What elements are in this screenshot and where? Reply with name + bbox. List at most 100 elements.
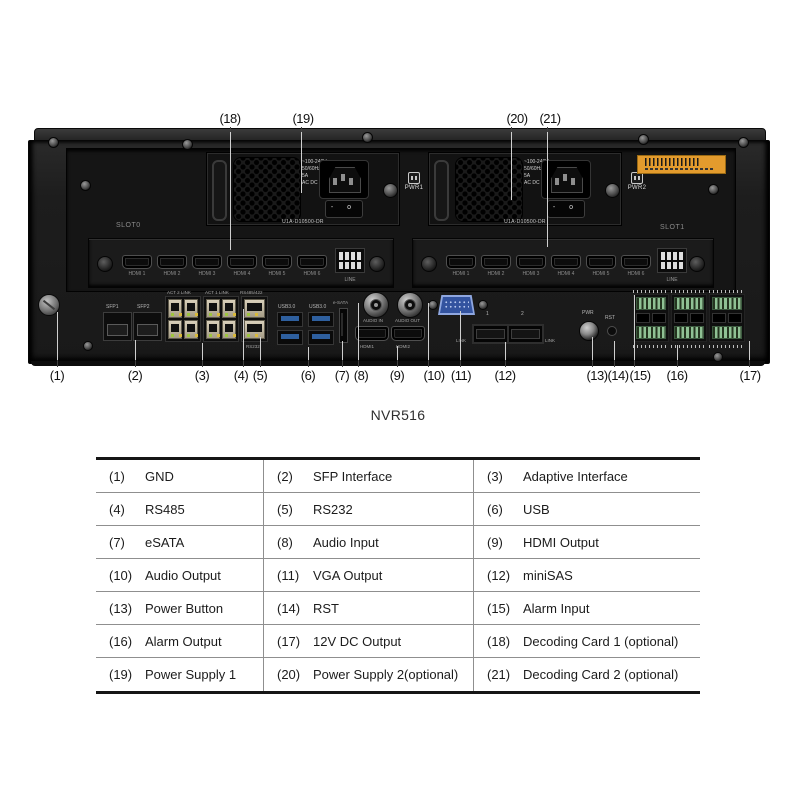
legend-num: (2) (277, 468, 293, 484)
pin-numbers (633, 345, 669, 348)
hdmi-port (262, 255, 292, 269)
leader-line (749, 341, 750, 367)
alarm-terminal-block-1 (633, 294, 669, 342)
leader-line (57, 312, 58, 367)
callout-15: (15) (629, 368, 651, 383)
minisas-port-1 (472, 324, 509, 344)
legend-num: (1) (109, 468, 125, 484)
ethernet-ports-a (165, 296, 201, 342)
psu-spec-text: ~100-240V 50/60Hz 5A AC DC (302, 159, 327, 186)
power-plug-icon (408, 172, 420, 184)
callout-13: (13) (586, 368, 608, 383)
hdmi-port (551, 255, 581, 269)
table-row: (7)eSATA (8)Audio Input (9)HDMI Output (96, 526, 700, 559)
screw-icon (83, 341, 93, 351)
psu-part-number: U1A-D10500-DR (282, 219, 324, 225)
leader-line (358, 303, 359, 367)
hdmi-port (227, 255, 257, 269)
usb-label-2: USB3.0 (309, 304, 327, 310)
callout-4: (4) (233, 368, 249, 383)
legend-label: RS485 (145, 501, 185, 517)
leader-line (342, 341, 343, 367)
rj45-port (168, 320, 182, 339)
sfp1-label: SFP1 (106, 304, 119, 310)
terminal-pins (636, 326, 666, 339)
terminal-slots (712, 313, 742, 323)
table-row: (1)GND (2)SFP Interface (3)Adaptive Inte… (96, 460, 700, 493)
terminal-slots (674, 313, 704, 323)
legend-label: RS232 (313, 501, 353, 517)
link-label-left: LINK (456, 338, 467, 343)
legend-num: (16) (109, 633, 133, 649)
psu-spec-text: ~100-240V 50/60Hz 5A AC DC (524, 159, 549, 186)
table-row: (4)RS485 (5)RS232 (6)USB (96, 493, 700, 526)
eth-label-1: ACT 2 LINK (167, 290, 191, 295)
rj45-port (168, 299, 182, 318)
table-row: (16)Alarm Output (17)12V DC Output (18)D… (96, 625, 700, 658)
hdmi-port (157, 255, 187, 269)
thumbscrew-icon (369, 256, 385, 272)
hdmi-port (516, 255, 546, 269)
rs232-label: RS232 (246, 344, 260, 349)
legend-num: (19) (109, 667, 133, 682)
rj45-port (206, 320, 220, 339)
fan-grille-icon (233, 157, 301, 222)
decoding-card-2: HDMI 1 HDMI 2 HDMI 3 HDMI 4 HDMI 5 HDMI … (412, 238, 714, 288)
power-rocker-switch: - o (325, 200, 363, 218)
screw-icon (638, 134, 649, 145)
rj45-port (222, 320, 236, 339)
leader-line (230, 127, 231, 250)
leader-line (428, 303, 429, 367)
legend-num: (13) (109, 600, 133, 616)
legend-num: (6) (487, 501, 503, 517)
leader-line (308, 347, 309, 367)
usb-label-1: USB3.0 (278, 304, 296, 310)
callout-3: (3) (194, 368, 210, 383)
psu-handle (212, 160, 227, 221)
pwr2-badge: PWR2 (624, 172, 650, 191)
sfp-port-2 (133, 312, 162, 341)
usb3-port (277, 312, 303, 327)
hdmi-port (192, 255, 222, 269)
callout-2: (2) (127, 368, 143, 383)
ethernet-ports-b (203, 296, 239, 342)
leader-line (592, 337, 593, 367)
eth-label-2: ACT 1 LINK (205, 290, 229, 295)
vga-port (438, 295, 475, 315)
leader-line (511, 127, 512, 200)
hdmi-port (586, 255, 616, 269)
callout-20: (20) (506, 111, 528, 126)
hdmi-port-row: HDMI 1 HDMI 2 HDMI 3 HDMI 4 HDMI 5 HDMI … (122, 255, 327, 277)
terminal-pins (636, 297, 666, 310)
pin-numbers (709, 345, 745, 348)
audio-out-label: AUDIO OUT (395, 318, 421, 323)
hdmi-port (481, 255, 511, 269)
leader-line (397, 346, 398, 367)
thumbscrew-icon (383, 183, 398, 198)
rs485-port (244, 299, 265, 318)
table-row: (19)Power Supply 1 (20)Power Supply 2(op… (96, 658, 700, 691)
leader-line (243, 309, 244, 367)
leader-line (614, 341, 615, 367)
legend-num: (21) (487, 667, 511, 682)
sas1-label: 1 (486, 311, 489, 317)
ac-inlet (541, 160, 591, 199)
slot0-label: SLOT0 (116, 222, 141, 229)
rj45-port (206, 299, 220, 318)
thumbscrew-icon (689, 256, 705, 272)
alarm-terminal-block-2 (671, 294, 707, 342)
screw-icon (738, 137, 749, 148)
line-terminal-block (657, 248, 687, 273)
legend-num: (10) (109, 567, 133, 583)
usb3-port (277, 330, 303, 345)
hdmi2-label: HDMI2 (396, 344, 411, 349)
legend-label: VGA Output (313, 567, 383, 583)
callout-1: (1) (49, 368, 65, 383)
screw-icon (708, 184, 719, 195)
minisas-port-2 (507, 324, 544, 344)
legend-label: Audio Output (145, 567, 221, 583)
leader-line (634, 295, 635, 367)
psu-part-number: U1A-D10500-DR (504, 219, 546, 225)
callout-10: (10) (423, 368, 445, 383)
legend-num: (17) (277, 633, 301, 649)
